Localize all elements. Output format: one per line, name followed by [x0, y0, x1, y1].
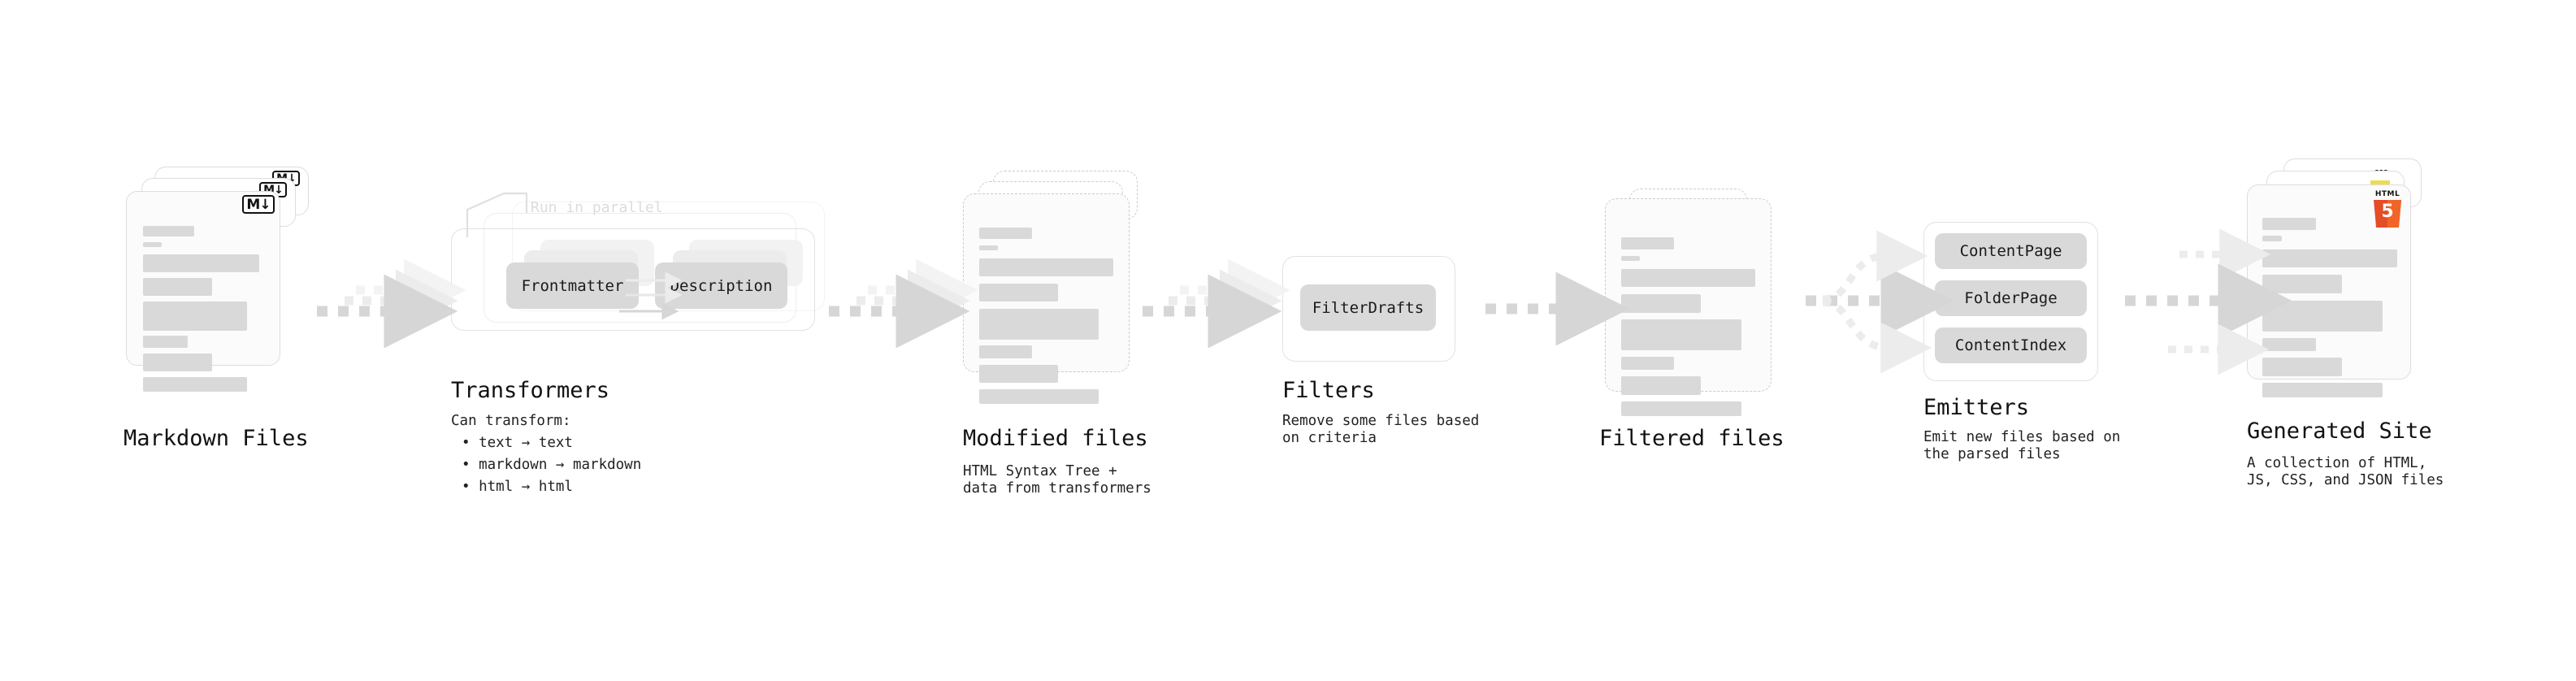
- emitter-chip-folderpage[interactable]: FolderPage: [1935, 280, 2087, 316]
- filtered-files-stack: [1599, 189, 1786, 432]
- doc-line: [1621, 256, 1640, 261]
- doc-line: [979, 284, 1058, 301]
- filter-chip-filterdrafts[interactable]: FilterDrafts: [1300, 284, 1436, 331]
- doc-line: [1621, 376, 1701, 395]
- doc-line: [1621, 269, 1755, 287]
- transformer-chip-description[interactable]: Description: [655, 262, 787, 309]
- transformers-group: Frontmatter Description: [451, 202, 825, 364]
- modified-files-stack: [963, 171, 1150, 423]
- transformers-description: Can transform:: [451, 413, 571, 429]
- doc-line: [143, 254, 259, 272]
- connector-modified-to-filters: [1143, 258, 1290, 349]
- filters-title: Filters: [1282, 378, 1375, 403]
- doc-line: [1621, 357, 1674, 370]
- markdown-files-stack: M↓ M↓ M↓: [126, 167, 313, 419]
- filters-description: Remove some files based on criteria: [1282, 413, 1480, 446]
- generated-site-title: Generated Site: [2247, 419, 2432, 444]
- transformer-chip-frontmatter[interactable]: Frontmatter: [506, 262, 639, 309]
- doc-line: [143, 377, 247, 392]
- markdown-badge-front: M↓: [242, 195, 275, 214]
- doc-line: [143, 301, 247, 331]
- markdown-files-title: Markdown Files: [124, 426, 309, 451]
- generated-site-description: A collection of HTML, JS, CSS, and JSON …: [2247, 455, 2444, 488]
- connector-emitters-to-site: [2125, 228, 2292, 375]
- html5-badge: HTML 5: [2374, 190, 2401, 231]
- generated-site-stack: CSS HTML 5: [2247, 158, 2458, 419]
- doc-line: [143, 242, 162, 247]
- transformers-bullet-3: • html → html: [462, 479, 573, 495]
- modified-files-title: Modified files: [963, 426, 1148, 451]
- doc-line: [2262, 249, 2397, 267]
- html5-digit: 5: [2381, 202, 2394, 222]
- doc-line: [1621, 319, 1741, 350]
- doc-line: [979, 389, 1099, 404]
- connector-transformers-to-modified: [829, 258, 978, 349]
- modified-file-front: [963, 193, 1130, 372]
- doc-line: [143, 354, 212, 371]
- emitters-description: Emit new files based on the parsed files: [1923, 429, 2121, 462]
- filtered-files-title: Filtered files: [1599, 426, 1785, 451]
- emitter-chip-contentpage[interactable]: ContentPage: [1935, 233, 2087, 269]
- doc-line: [979, 345, 1032, 358]
- doc-line: [143, 226, 194, 236]
- transformers-bullet-1: • text → text: [462, 435, 573, 451]
- doc-line: [2262, 236, 2282, 241]
- connector-filtered-to-emitters: [1806, 230, 1955, 374]
- doc-line: [2262, 358, 2342, 376]
- filters-group: FilterDrafts: [1282, 256, 1461, 366]
- html5-wordmark: HTML: [2374, 190, 2400, 198]
- transformers-title: Transformers: [451, 378, 610, 403]
- doc-line: [1621, 237, 1674, 249]
- doc-line: [2262, 218, 2316, 230]
- doc-line: [979, 365, 1058, 383]
- doc-line: [2262, 383, 2383, 397]
- emitters-title: Emitters: [1923, 395, 2030, 420]
- connector-md-to-transformers: [317, 258, 466, 349]
- doc-line: [2262, 338, 2316, 351]
- doc-line: [1621, 294, 1701, 313]
- doc-line: [2262, 275, 2342, 293]
- transformers-bullet-2: • markdown → markdown: [462, 457, 642, 473]
- doc-line: [143, 336, 188, 348]
- doc-line: [2262, 301, 2383, 332]
- run-in-parallel-note: Run in parallel: [531, 199, 663, 216]
- html5-shield: [2374, 200, 2401, 228]
- doc-line: [143, 278, 212, 296]
- doc-line: [979, 228, 1032, 239]
- doc-line: [1621, 401, 1741, 416]
- emitter-chip-contentindex[interactable]: ContentIndex: [1935, 327, 2087, 363]
- doc-line: [979, 309, 1099, 340]
- doc-line: [979, 245, 998, 250]
- modified-files-description: HTML Syntax Tree + data from transformer…: [963, 463, 1151, 497]
- emitters-group: ContentPage FolderPage ContentIndex: [1923, 222, 2118, 384]
- doc-line: [979, 258, 1113, 276]
